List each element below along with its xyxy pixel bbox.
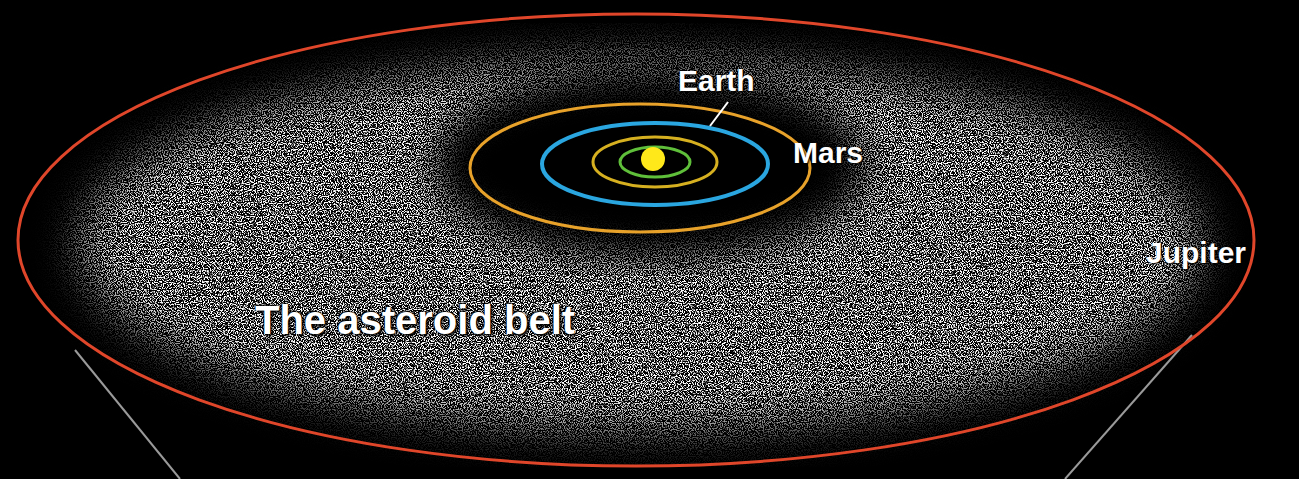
leader-line (710, 102, 728, 126)
guide-line (1065, 335, 1192, 479)
planet-label: The asteroid belt (255, 300, 575, 340)
earth-orbit (542, 123, 768, 205)
mercury-orbit (620, 147, 690, 177)
jupiter-orbit (18, 14, 1254, 466)
venus-orbit (593, 137, 717, 187)
mars-orbit (470, 104, 810, 232)
sun (641, 147, 665, 171)
planet-label: Mars (793, 138, 863, 168)
planet-label: Jupiter (1146, 238, 1246, 268)
planet-label: Earth (678, 66, 755, 96)
